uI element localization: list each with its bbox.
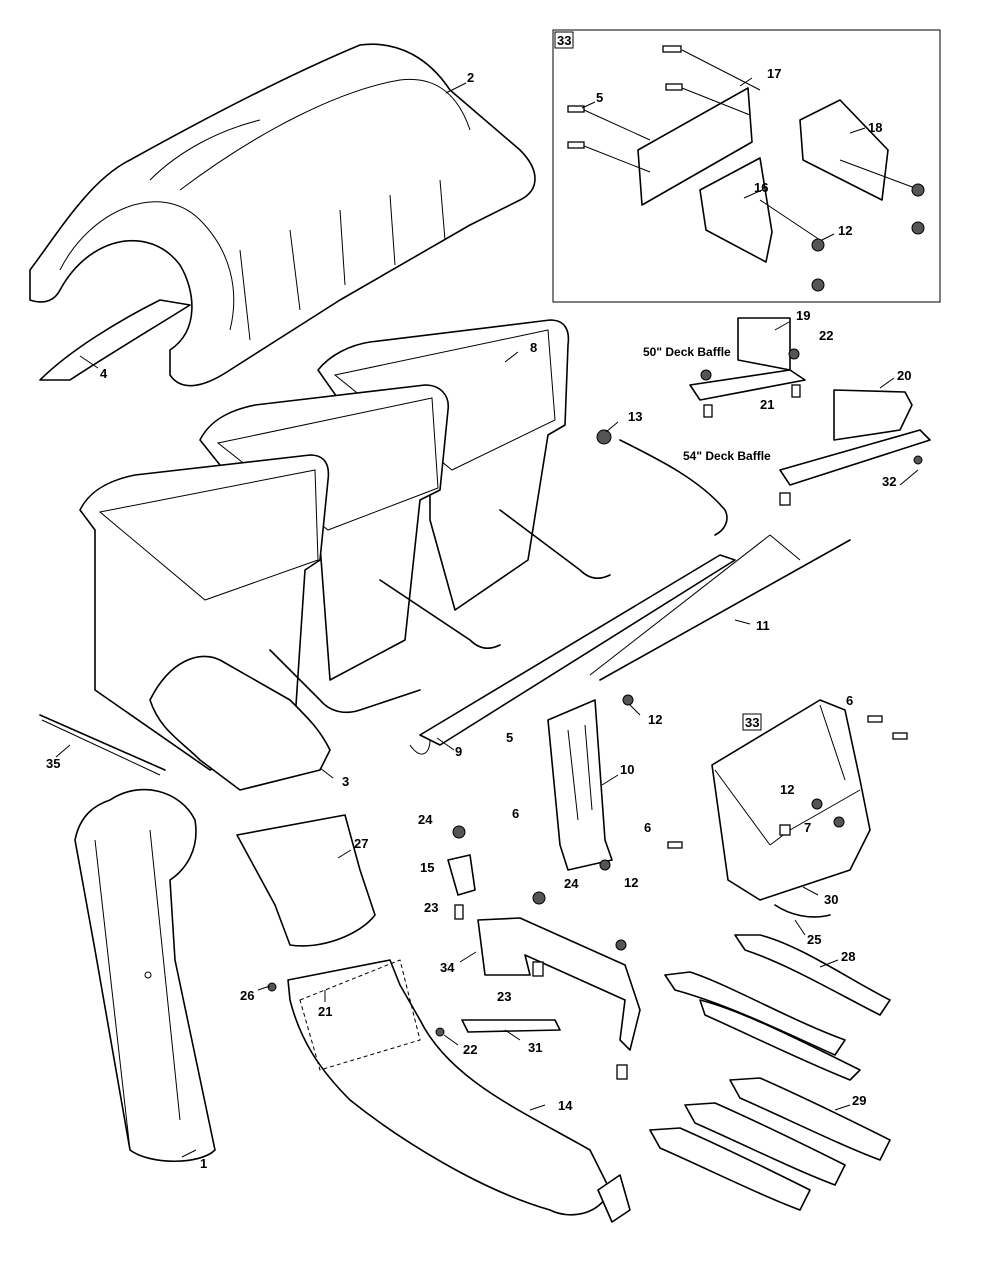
callout-12b: 12 bbox=[648, 712, 662, 727]
deck-baffle-54 bbox=[779, 389, 931, 506]
callout-5b: 5 bbox=[506, 730, 513, 745]
callout-21a: 21 bbox=[760, 397, 774, 412]
callout-19: 19 bbox=[796, 308, 810, 323]
callout-12a: 12 bbox=[838, 223, 852, 238]
callout-33a: 33 bbox=[557, 33, 571, 48]
callout-1: 1 bbox=[200, 1156, 207, 1171]
callout-16: 16 bbox=[754, 180, 768, 195]
mount-bracket-10 bbox=[547, 699, 613, 871]
callout-13: 13 bbox=[628, 409, 642, 424]
callout-23a: 23 bbox=[424, 900, 438, 915]
callout-27: 27 bbox=[354, 836, 368, 851]
callout-21b: 21 bbox=[318, 1004, 332, 1019]
callout-35: 35 bbox=[46, 756, 60, 771]
callout-28: 28 bbox=[841, 949, 855, 964]
callout-18: 18 bbox=[868, 120, 882, 135]
callout-30: 30 bbox=[824, 892, 838, 907]
callout-6c: 6 bbox=[846, 693, 853, 708]
caption-54-deck-baffle: 54" Deck Baffle bbox=[683, 449, 771, 463]
kit-33-inset bbox=[552, 29, 941, 303]
callout-11: 11 bbox=[756, 618, 770, 633]
callout-17: 17 bbox=[767, 66, 781, 81]
callout-25: 25 bbox=[807, 932, 821, 947]
callout-34: 34 bbox=[440, 960, 455, 975]
cover-flap bbox=[39, 299, 191, 381]
chute-adapter bbox=[149, 655, 331, 791]
callout-6a: 6 bbox=[512, 806, 519, 821]
callout-10: 10 bbox=[620, 762, 634, 777]
callout-15: 15 bbox=[420, 860, 434, 875]
callout-24a: 24 bbox=[418, 812, 433, 827]
callout-22b: 22 bbox=[463, 1042, 477, 1057]
callout-2: 2 bbox=[467, 70, 474, 85]
callout-26: 26 bbox=[240, 988, 254, 1003]
callout-20: 20 bbox=[897, 368, 911, 383]
mower-blades-29 bbox=[649, 1077, 891, 1211]
callout-3: 3 bbox=[342, 774, 349, 789]
callout-leaders bbox=[55, 77, 919, 1158]
rod-35 bbox=[39, 714, 166, 771]
bagger-top-cover bbox=[29, 43, 536, 387]
latch-15 bbox=[447, 854, 476, 896]
callout-numbers: 1 2 3 4 5 5 6 6 6 7 8 9 10 11 12 12 12 1… bbox=[46, 33, 911, 1171]
caption-50-deck-baffle: 50" Deck Baffle bbox=[643, 345, 731, 359]
bracket-34 bbox=[477, 917, 641, 1051]
callout-33b: 33 bbox=[745, 715, 759, 730]
callout-24b: 24 bbox=[564, 876, 579, 891]
callout-12d: 12 bbox=[780, 782, 794, 797]
deck-baffle-50 bbox=[689, 317, 806, 418]
callout-7: 7 bbox=[804, 820, 811, 835]
callout-29: 29 bbox=[852, 1093, 866, 1108]
callout-22a: 22 bbox=[819, 328, 833, 343]
callout-9: 9 bbox=[455, 744, 462, 759]
bag-frame bbox=[269, 429, 736, 755]
callout-4: 4 bbox=[100, 366, 108, 381]
support-rod bbox=[599, 539, 851, 681]
callout-8: 8 bbox=[530, 340, 537, 355]
callout-6b: 6 bbox=[644, 820, 651, 835]
callout-14: 14 bbox=[558, 1098, 573, 1113]
mower-blades-28 bbox=[664, 934, 891, 1081]
callout-32: 32 bbox=[882, 474, 896, 489]
callout-12c: 12 bbox=[624, 875, 638, 890]
discharge-chute-assembly bbox=[236, 814, 631, 1223]
callout-5a: 5 bbox=[596, 90, 603, 105]
mount-30-assembly bbox=[667, 699, 908, 918]
strap-31 bbox=[461, 1019, 561, 1033]
callout-31: 31 bbox=[528, 1040, 542, 1055]
callout-23b: 23 bbox=[497, 989, 511, 1004]
